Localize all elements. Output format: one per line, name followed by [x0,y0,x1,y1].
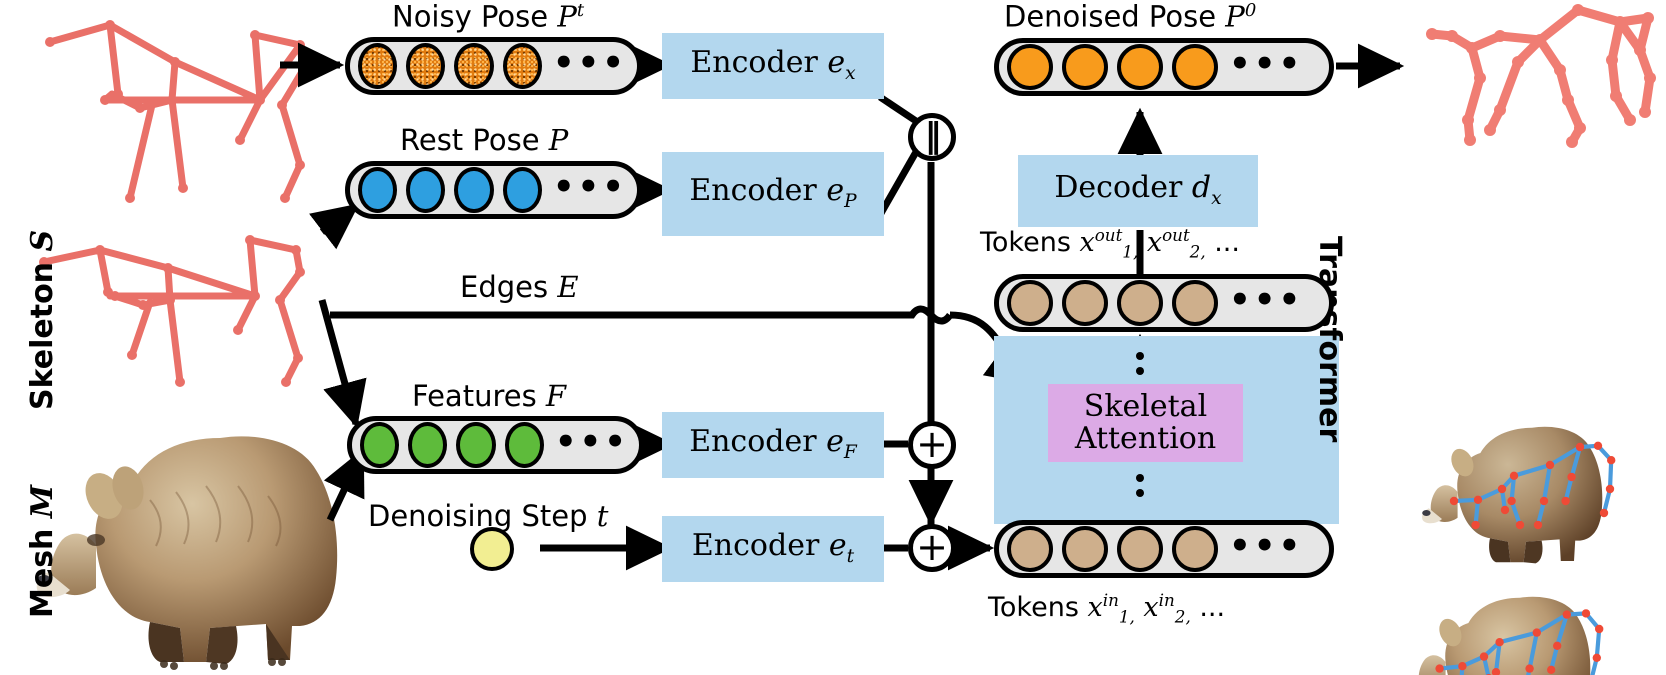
mesh-bear-illustration [36,436,338,670]
encoder-ef-label: Encoder eF [689,424,857,464]
rigged-bear-1 [1422,426,1616,564]
tokens-out-label: Tokens xout1, xout2, ... [980,225,1240,262]
noisy-pose-node [502,43,542,89]
encoder-ex-label: Encoder ex [690,45,856,85]
rest-pose-token-pill: ••• [345,161,642,219]
side-label-skeleton: Skeleton S [25,229,60,410]
skeletal-attention-label: Skeletal Attention [1074,388,1217,456]
tokens-out-pill: ••• [994,274,1334,332]
token-out-node [1007,280,1053,326]
token-out-node [1062,280,1108,326]
rest-pose-node [502,167,542,213]
encoder-ex-box[interactable]: Encoder ex [662,33,884,99]
rest-pose-node [454,167,494,213]
token-in-node [1062,526,1108,572]
noisy-pose-label: Noisy Pose Pt [392,0,585,34]
denoised-pose-node [1062,44,1108,90]
feature-node [504,422,544,468]
decoder-label: Decoder dx [1054,170,1222,210]
denoised-pose-pill: ••• [994,38,1334,96]
edges-label: Edges E [460,270,579,304]
token-out-node [1172,280,1218,326]
add-operator-features: + [908,421,956,469]
add-operator-step: + [908,524,956,572]
token-in-node [1117,526,1163,572]
skeleton-illustration-top [45,20,308,203]
encoder-et-label: Encoder et [691,528,855,568]
encoder-ef-box[interactable]: Encoder eF [662,412,884,478]
token-out-node [1117,280,1163,326]
noisy-pose-node [454,43,494,89]
skeleton-illustration-middle [39,235,305,387]
denoising-step-label: Denoising Step t [368,499,609,533]
denoised-pose-label: Denoised Pose P0 [1004,0,1257,34]
feature-node [360,422,400,468]
concat-input-lines [876,94,935,536]
rest-pose-node [358,167,398,213]
tokens-in-pill: ••• [994,520,1334,578]
encoder-ep-box[interactable]: Encoder eP [662,152,884,236]
encoder-et-box[interactable]: Encoder et [662,516,884,582]
features-label: Features F [412,379,567,413]
decoder-box[interactable]: Decoder dx [1018,155,1258,227]
encoder-ep-label: Encoder eP [689,173,857,213]
feature-node [408,422,448,468]
feature-node [456,422,496,468]
side-label-mesh: Mesh M [25,484,60,618]
denoised-pose-node [1172,44,1218,90]
skeletal-attention-box[interactable]: Skeletal Attention [1048,384,1243,462]
denoised-skeleton-illustration [1426,4,1656,148]
features-token-pill: ••• [347,416,644,474]
rest-pose-label: Rest Pose P [400,123,569,157]
token-in-node [1007,526,1053,572]
tokens-in-label: Tokens xin1, xin2, ... [988,590,1226,627]
transformer-label: Transformer [1312,236,1347,443]
edges-line [330,305,1034,385]
concat-operator: ‖ [908,113,956,161]
denoised-pose-node [1007,44,1053,90]
attention-dots-lower [1136,474,1144,497]
denoised-pose-node [1117,44,1163,90]
attention-dots-upper [1136,352,1144,375]
rigged-bear-2 [1418,596,1604,675]
noisy-pose-node [358,43,398,89]
noisy-pose-node [406,43,446,89]
token-in-node [1172,526,1218,572]
denoising-step-node [470,527,514,571]
rest-pose-node [406,167,446,213]
noisy-pose-token-pill: ••• [345,37,642,95]
